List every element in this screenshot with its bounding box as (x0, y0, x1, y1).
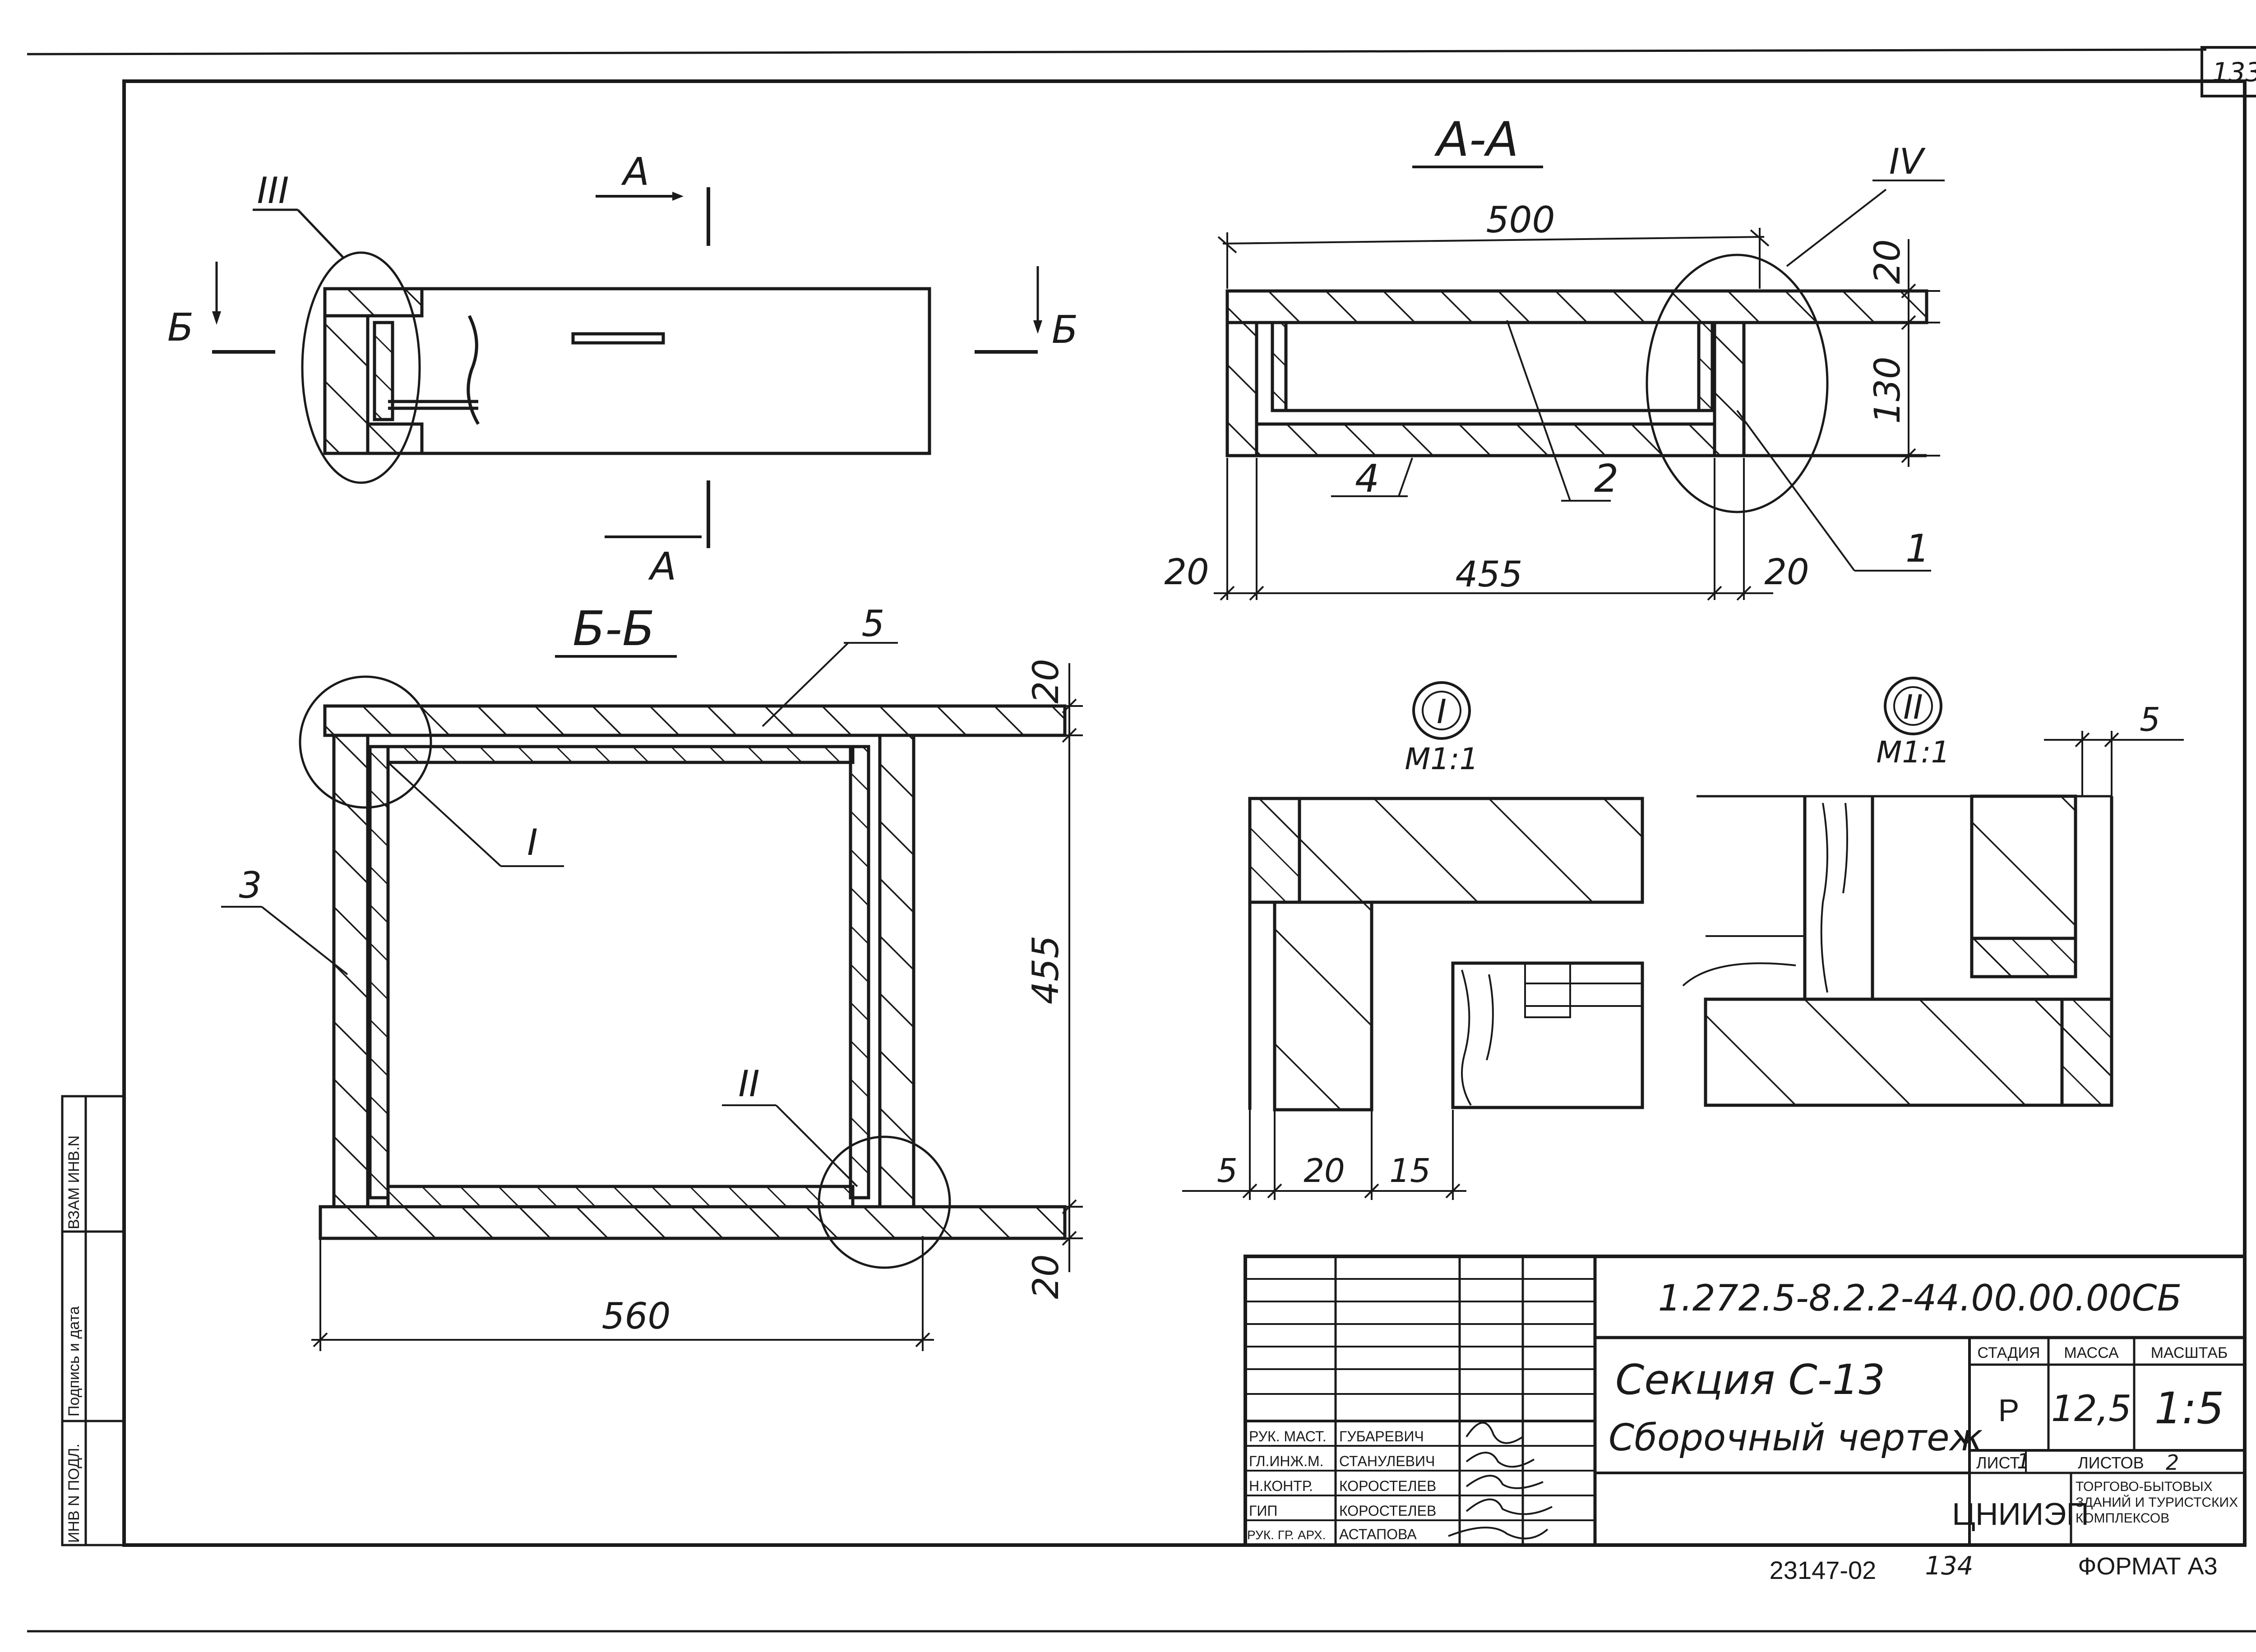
section-bb-dim-height: 455 (1025, 936, 1067, 1005)
detail-1: I М1:1 5 20 15 (1182, 681, 1644, 1200)
section-bb-dim-top-thk: 20 (1026, 659, 1067, 703)
plan-detail-circle (301, 251, 421, 484)
title-block-text: 1.272.5-8.2.2-44.00.00.00СБ Секция С-13 … (1247, 1277, 2238, 1542)
org-desc-2: ЗДАНИЙ И ТУРИСТСКИХ (2076, 1495, 2238, 1510)
title-block (1244, 1255, 2247, 1547)
mass-value: 12,5 (2051, 1388, 2131, 1430)
stamp-podpis-data: Подпись и дата (65, 1306, 83, 1417)
section-aa-dim-left-thk: 20 (1164, 552, 1209, 593)
detail-1-dim-20: 20 (1304, 1152, 1345, 1190)
doc-name-line1: Секция С-13 (1615, 1356, 1885, 1404)
section-bb-detail-circle-1 (299, 675, 432, 809)
section-aa-title: А-А (1434, 112, 1519, 167)
header-stage: СТАДИЯ (1978, 1344, 2040, 1361)
section-aa-dim-right-thk: 20 (1764, 552, 1809, 593)
person-role-1: ГЛ.ИНЖ.М. (1249, 1453, 1324, 1469)
section-bb-title: Б-Б (573, 601, 655, 656)
plan-view: А А Б Б III (167, 150, 1078, 589)
header-scale: МАСШТАБ (2151, 1344, 2228, 1361)
section-bb-callout-3: 3 (239, 864, 262, 906)
sheet-number-bottom: 134 (1925, 1551, 1974, 1581)
detail-2-dim-5: 5 (2140, 701, 2160, 738)
person-role-3: ГИП (1249, 1503, 1277, 1519)
doc-name-line2: Сборочный чертеж (1609, 1417, 1983, 1459)
plan-section-label-b-right: Б (1052, 308, 1078, 352)
plan-detail-label: III (257, 170, 289, 212)
section-bb-detail-circle-2 (818, 1135, 951, 1269)
person-role-4: РУК. ГР. АРХ. (1247, 1528, 1326, 1542)
section-aa-dim-width-top: 500 (1486, 199, 1555, 241)
drawing-frame (122, 79, 2247, 1547)
person-role-0: РУК. МАСТ. (1249, 1428, 1327, 1444)
stage-value: Р (1998, 1393, 2020, 1428)
archive-number: 23147-02 (1770, 1556, 1877, 1584)
section-bb-callout-II: II (738, 1063, 759, 1105)
format-label: ФОРМАТ А3 (2078, 1553, 2217, 1580)
section-aa-callout-2: 2 (1594, 457, 1618, 501)
person-name-3: КОРОСТЕЛЕВ (1339, 1503, 1436, 1519)
section-aa-callout-1: 1 (1905, 526, 1930, 571)
stamp-vzam-inv: ВЗАМ ИНВ.N (65, 1135, 83, 1229)
org-desc-1: ТОРГОВО-БЫТОВЫХ (2076, 1479, 2213, 1494)
plan-section-label-a-bottom: А (648, 545, 676, 589)
org-name: ЦНИИЭП (1952, 1496, 2089, 1532)
person-name-1: СТАНУЛЕВИЧ (1339, 1453, 1435, 1469)
sheet-label: ЛИСТ (1976, 1454, 2020, 1472)
org-desc-3: КОМПЛЕКСОВ (2076, 1511, 2169, 1526)
detail-1-number-circle (1412, 681, 1471, 740)
doc-code: 1.272.5-8.2.2-44.00.00.00СБ (1658, 1277, 2182, 1319)
section-bb-dim-bottom-thk: 20 (1026, 1254, 1067, 1299)
stamp-inv-podl: ИНВ N ПОДЛ. (65, 1444, 83, 1543)
detail-1-dim-15: 15 (1389, 1152, 1431, 1190)
section-aa: А-А (1164, 112, 1945, 601)
plan-section-label-a-top: А (621, 150, 649, 194)
detail-2-scale: М1:1 (1876, 735, 1950, 770)
sheet-value: 1 (2017, 1449, 2030, 1473)
signatures (1448, 1421, 1553, 1540)
sheets-value: 2 (2166, 1450, 2179, 1475)
section-bb: Б-Б (221, 601, 1083, 1351)
detail-2-number: II (1903, 688, 1923, 727)
person-name-0: ГУБАРЕВИЧ (1339, 1428, 1424, 1444)
scale-value: 1:5 (2154, 1383, 2224, 1434)
detail-2-number-circle (1884, 677, 1942, 735)
section-aa-dim-top-thk: 20 (1868, 239, 1908, 284)
person-name-2: КОРОСТЕЛЕВ (1339, 1478, 1436, 1494)
section-aa-dim-inner: 455 (1456, 554, 1523, 595)
section-aa-detail-circle (1646, 254, 1829, 513)
side-stamp (61, 1095, 125, 1546)
detail-1-dim-5: 5 (1217, 1152, 1238, 1190)
plan-section-label-b-left: Б (167, 305, 194, 350)
header-mass: МАССА (2064, 1344, 2119, 1361)
sheet-number-box (2201, 46, 2256, 97)
sheet-number-top: 133 (2212, 57, 2256, 88)
section-bb-dim-width: 560 (602, 1295, 671, 1337)
sheets-label: ЛИСТОВ (2078, 1454, 2144, 1472)
section-aa-detail-label: IV (1889, 142, 1926, 182)
detail-1-scale: М1:1 (1405, 742, 1478, 776)
detail-1-number: I (1437, 692, 1447, 731)
section-aa-dim-height: 130 (1868, 357, 1908, 424)
detail-2: II М1:1 5 (1682, 677, 2184, 1107)
section-bb-callout-I: I (527, 821, 538, 863)
person-name-4: АСТАПОВА (1339, 1526, 1417, 1542)
person-role-2: Н.КОНТР. (1249, 1478, 1313, 1494)
section-aa-callout-4: 4 (1355, 457, 1379, 501)
section-bb-callout-5: 5 (862, 603, 885, 645)
